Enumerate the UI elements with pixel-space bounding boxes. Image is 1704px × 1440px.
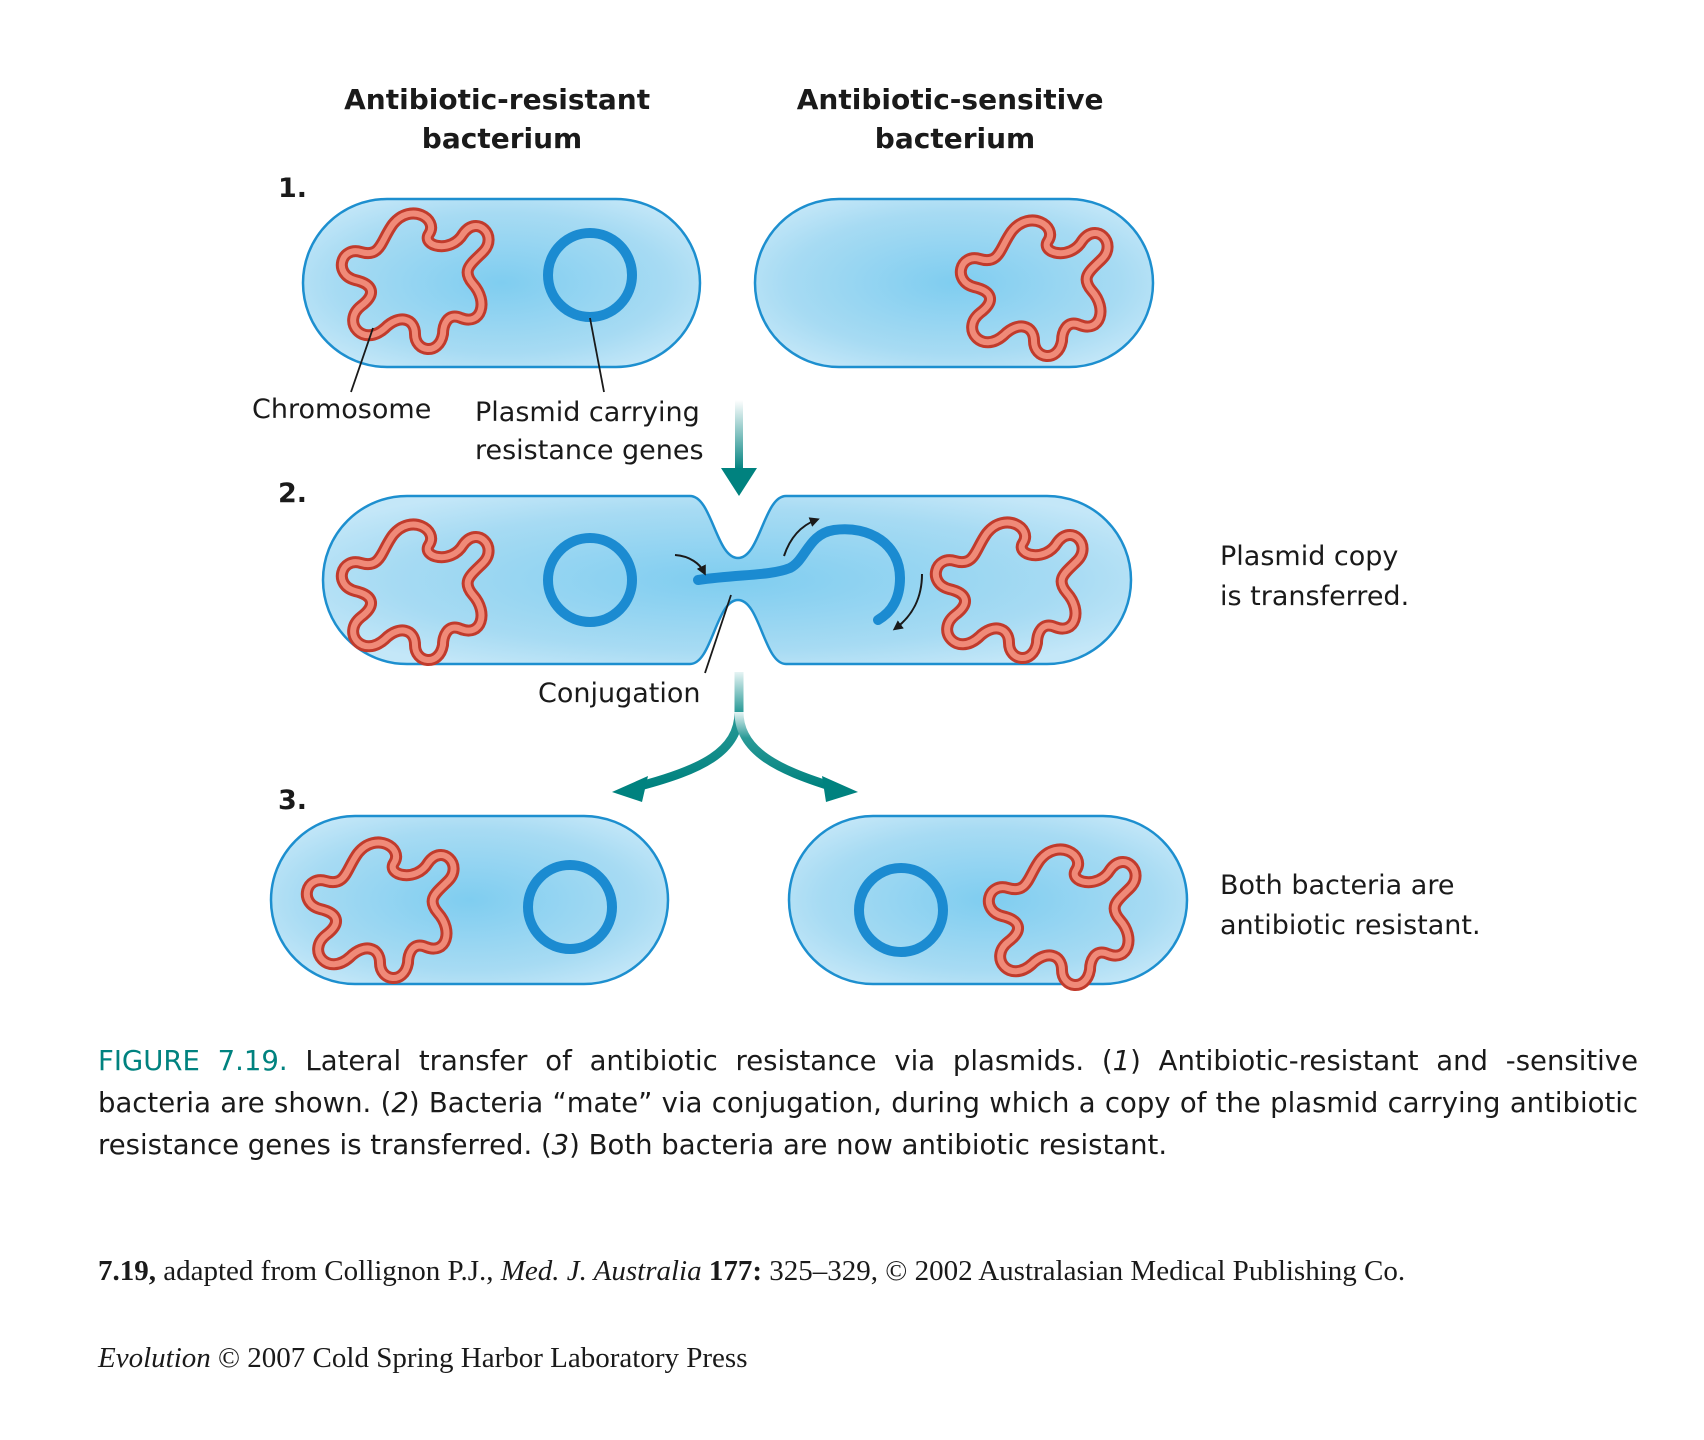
caption-text-3: ) Both bacteria are now antibiotic resis… <box>569 1129 1168 1161</box>
book-title: Evolution <box>98 1342 211 1374</box>
transferring-plasmid-strand <box>693 524 906 625</box>
plasmid-icon <box>543 533 637 627</box>
step-3-number: 3. <box>278 785 307 816</box>
credit-figure-number: 7.19, <box>98 1255 156 1287</box>
step-3-right-cell <box>787 814 1189 985</box>
chromosome-leader-line <box>350 327 374 393</box>
credit-rest: 325–329, © 2002 Australasian Medical Pub… <box>762 1255 1406 1287</box>
header-sensitive-line1: Antibiotic-sensitive <box>797 83 1104 116</box>
plasmid-transferred-line1: Plasmid copy <box>1220 541 1398 572</box>
plasmid-label-line1: Plasmid carrying <box>475 397 700 428</box>
transfer-direction-arrow <box>892 573 923 631</box>
header-sensitive-line2: bacterium <box>875 122 1035 155</box>
book-copyright: Evolution © 2007 Cold Spring Harbor Labo… <box>98 1342 1098 1375</box>
step-2-conjugating-cells <box>321 494 1133 664</box>
header-resistant-line2: bacterium <box>422 122 582 155</box>
caption-text-2: ) Bacteria “mate” via conjugation, durin… <box>98 1087 1638 1161</box>
credit-journal: Med. J. Australia <box>500 1255 702 1287</box>
caption-step-ref: 2 <box>391 1087 409 1119</box>
copyright-rest: © 2007 Cold Spring Harbor Laboratory Pre… <box>210 1342 748 1374</box>
both-resistant-line2: antibiotic resistant. <box>1220 910 1481 941</box>
both-resistant-label: Both bacteria are antibiotic resistant. <box>1220 870 1481 941</box>
step-1-number: 1. <box>278 173 307 204</box>
plasmid-icon <box>523 860 617 954</box>
plasmid-icon <box>543 228 637 322</box>
header-resistant: Antibiotic-resistant bacterium <box>344 83 660 155</box>
caption-step-ref: 1 <box>1112 1045 1131 1077</box>
caption-lead: Lateral transfer of antibiotic resistanc… <box>305 1045 1113 1077</box>
plasmid-icon <box>854 863 948 957</box>
step-1-to-2-arrow <box>721 400 757 496</box>
step-3-left-cell <box>269 814 670 986</box>
caption-step-ref: 3 <box>551 1129 570 1161</box>
credit-space <box>702 1255 709 1287</box>
plasmid-transferred-label: Plasmid copy is transferred. <box>1220 541 1409 612</box>
figure-caption: FIGURE 7.19. Lateral transfer of antibio… <box>98 1040 1638 1166</box>
both-resistant-line1: Both bacteria are <box>1220 870 1454 901</box>
step-2-to-3-split-arrow <box>612 672 858 802</box>
step-1-resistant-cell <box>301 197 702 369</box>
source-credit: 7.19, adapted from Collignon P.J., Med. … <box>98 1255 1658 1288</box>
caption-text-1: ) Antibiotic-resistant and -sensitive ba… <box>98 1045 1638 1119</box>
step-1-sensitive-cell <box>753 197 1155 369</box>
credit-volume: 177: <box>708 1255 763 1287</box>
chromosome-label: Chromosome <box>252 394 431 425</box>
step-2-number: 2. <box>278 478 307 509</box>
transfer-direction-arrow <box>783 517 820 557</box>
credit-text: adapted from Collignon P.J., <box>156 1255 501 1287</box>
conjugation-leader-line <box>704 594 732 674</box>
conjugation-label: Conjugation <box>538 678 701 709</box>
header-resistant-line1: Antibiotic-resistant <box>344 83 650 116</box>
plasmid-label: Plasmid carrying resistance genes <box>475 397 708 466</box>
plasmid-leader-line <box>589 317 605 393</box>
header-sensitive: Antibiotic-sensitive bacterium <box>797 83 1114 155</box>
plasmid-label-line2: resistance genes <box>475 435 704 466</box>
transfer-direction-arrow <box>674 554 706 576</box>
figure-caption-label: FIGURE 7.19. <box>98 1045 288 1077</box>
plasmid-transferred-line2: is transferred. <box>1220 581 1409 612</box>
